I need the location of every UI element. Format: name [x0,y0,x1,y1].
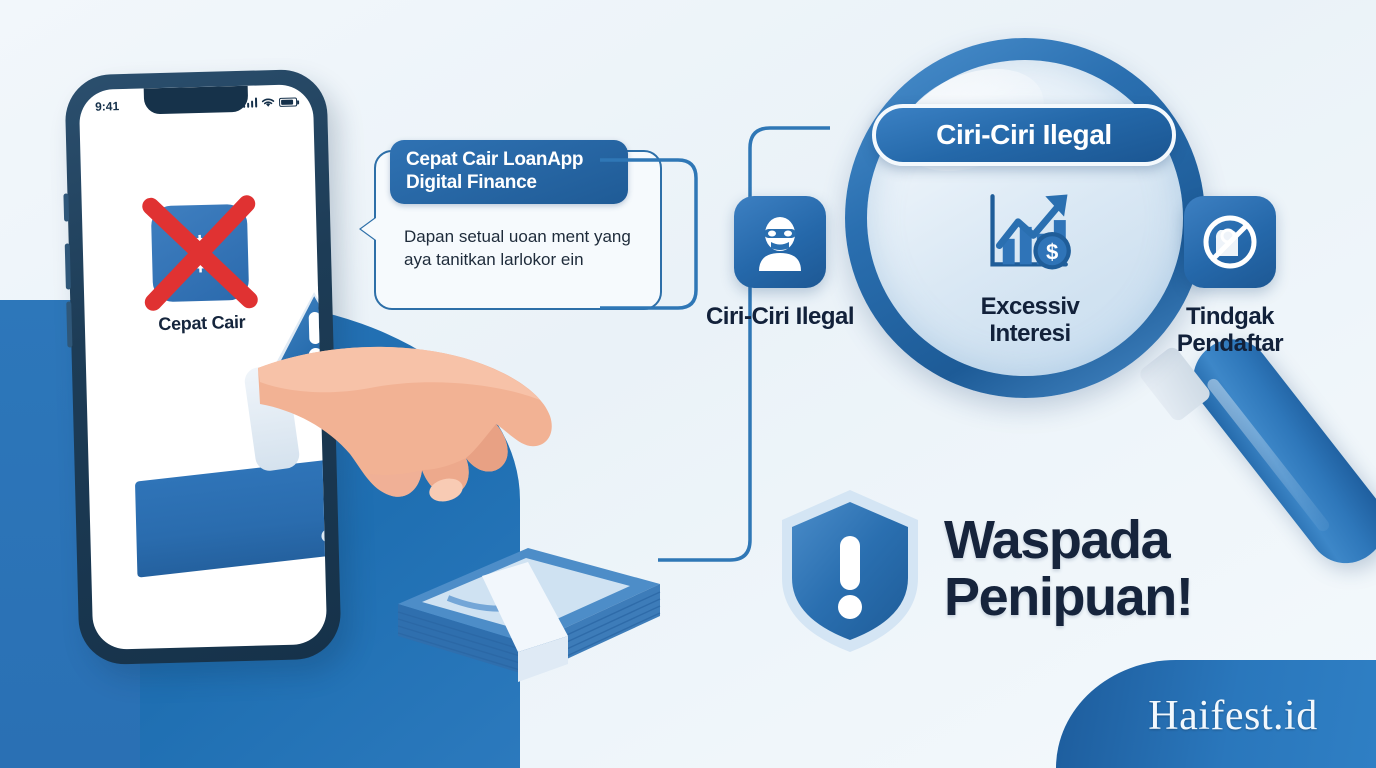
phone-status-bar: 9:41 [79,90,313,118]
brand-name: Haifest.id [1148,693,1318,739]
blocked-app-block: $ Cepat Cair [124,195,277,336]
no-registration-prohibited-icon [1184,196,1276,288]
wifi-icon [261,98,275,107]
rising-chart-dollar-icon: $ [984,186,1076,278]
flow-connector-line [600,126,830,562]
money-stack-icon [397,548,661,682]
alert-headline: Waspada Penipuan! [944,510,1274,628]
phone-volume-up-button [64,243,71,290]
alert-headline-line2: Penipuan! [944,567,1194,628]
section-title-pill: Ciri-Ciri Ilegal [872,104,1176,166]
feature-label: Excessiv Interesi [980,293,1080,347]
hand-reaching-icon [258,346,552,502]
feature-illegal-traits: Ciri-Ciri Ilegal [700,196,860,331]
promo-speech-bubble: Cepat Cair LoanApp Digital Finance Dapan… [361,140,662,310]
red-x-cross-icon [142,195,258,311]
battery-icon [278,96,298,107]
bubble-tail [361,218,376,240]
bubble-body-text: Dapan setual uoan ment yang aya tanitkan… [404,227,631,269]
signal-bars-icon [242,97,258,108]
brand-banner: Haifest.id [1056,660,1376,768]
svg-text:$: $ [1046,239,1058,264]
bubble-title: Cepat Cair LoanApp Digital Finance [390,140,628,204]
status-time: 9:41 [94,99,120,114]
feature-label: Tindgak Pendaftar [1176,303,1284,357]
phone-volume-down-button [66,301,73,348]
shield-exclamation-icon [782,490,918,652]
masked-thief-icon [734,196,826,288]
feature-excessive-interest: $ Excessiv Interesi [950,186,1110,348]
phone-mute-button [63,193,70,222]
feature-label: Ciri-Ciri Ilegal [705,303,855,330]
alert-headline-line1: Waspada [944,510,1171,570]
feature-no-registration: Tindgak Pendaftar [1150,196,1310,358]
